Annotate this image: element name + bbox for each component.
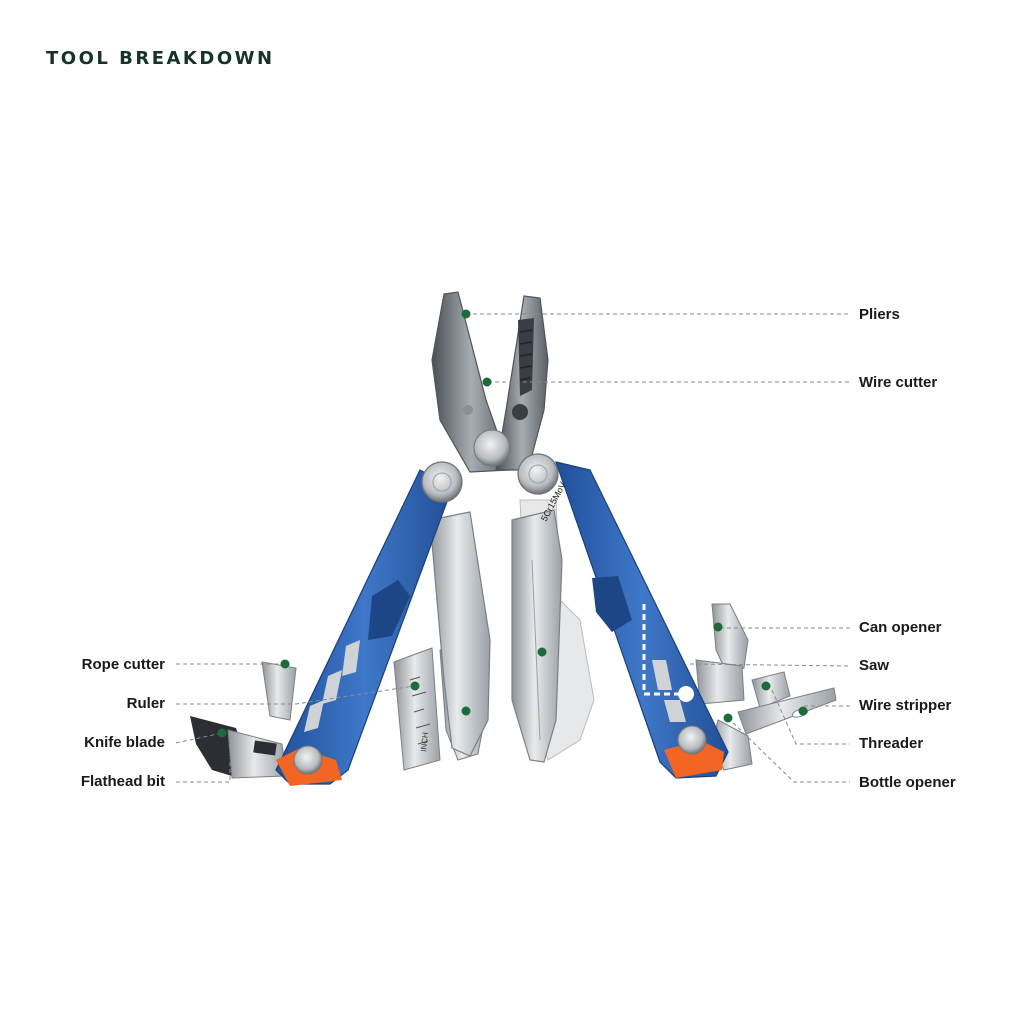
wire-stripper-tool: [751, 671, 791, 709]
label-pliers: Pliers: [859, 306, 900, 323]
label-threader: Threader: [859, 735, 924, 752]
label-wire-cutter: Wire cutter: [859, 374, 938, 391]
dot-rope-cutter: [280, 659, 290, 669]
leader-lines: [175, 313, 851, 783]
leader-knife-blade: [175, 732, 223, 744]
ruler-tool: INCH: [393, 647, 441, 771]
rope-cutter-tool: [261, 661, 297, 721]
page-title: TOOL BREAKDOWN: [46, 48, 275, 69]
knife-blade-center: [511, 509, 563, 763]
left-handle: [275, 469, 453, 786]
label-knife-blade: Knife blade: [84, 734, 165, 751]
leader-saw: [689, 663, 851, 667]
indicator-dots: [217, 309, 808, 738]
saw-highlight-bracket: [642, 604, 694, 702]
leader-bottle-opener: [727, 717, 850, 783]
left-pivot-bolt: [421, 461, 463, 503]
ruler-marking: INCH: [419, 732, 430, 753]
dot-wire-stripper-a: [761, 681, 771, 691]
can-opener-tool: [711, 603, 749, 677]
label-rope-cutter: Rope cutter: [81, 656, 165, 673]
label-saw: Saw: [859, 657, 890, 674]
pliers-head: [431, 291, 549, 473]
dot-wire-stripper-b: [798, 706, 808, 716]
dot-threader: [723, 713, 733, 723]
dot-wire-cutter: [482, 377, 492, 387]
label-flathead-bit: Flathead bit: [80, 773, 165, 790]
dot-can-opener: [713, 622, 723, 632]
leader-ruler: [176, 685, 415, 705]
label-bottle-opener: Bottle opener: [859, 774, 956, 791]
leader-threader: [771, 689, 850, 745]
right-pivot-bolt: [517, 453, 559, 495]
dot-pliers: [461, 309, 471, 319]
dot-knife-blade-left: [461, 706, 471, 716]
label-wire-stripper: Wire stripper: [859, 697, 952, 714]
dot-knife-blade: [217, 728, 227, 738]
label-ruler: Ruler: [126, 695, 165, 712]
dot-knife-blade-center: [537, 647, 547, 657]
leader-flathead-bit: [176, 758, 231, 783]
left-inner-blade: [429, 511, 491, 757]
flathead-bit-tool: [190, 716, 287, 779]
label-can-opener: Can opener: [859, 619, 942, 636]
dot-ruler: [410, 681, 420, 691]
saw-tool-right: [695, 659, 745, 705]
